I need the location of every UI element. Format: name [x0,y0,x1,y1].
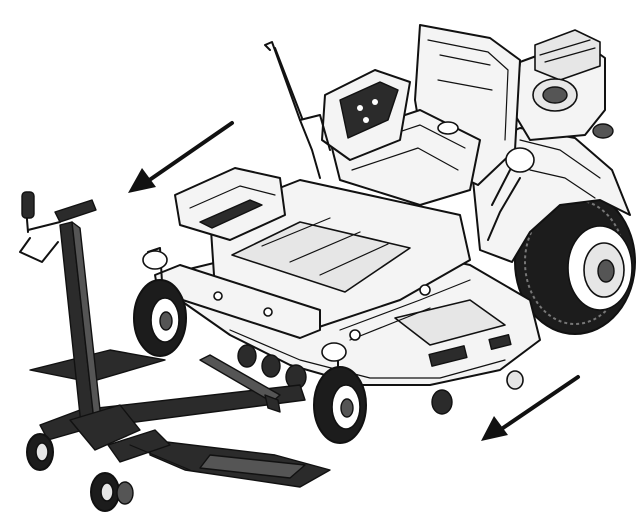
jack-left-arm [29,349,166,383]
lap-bars [264,41,521,241]
fuel-cap [592,123,614,139]
arrow-upper [128,121,234,193]
front-caster-left [133,247,187,357]
jack-handle-grip [21,191,35,219]
front-caster-right [313,342,367,444]
deck-shield [394,299,506,346]
deck-lift-jack [19,191,331,512]
deck-rollers [237,344,524,415]
rear-tire [514,189,636,335]
seat [329,24,521,206]
engine [514,29,614,141]
arrow-lower [481,375,580,441]
jack-wheels [26,433,134,512]
dash-display [339,81,399,139]
cup-holder [505,147,535,173]
zero-turn-mower [133,24,636,444]
